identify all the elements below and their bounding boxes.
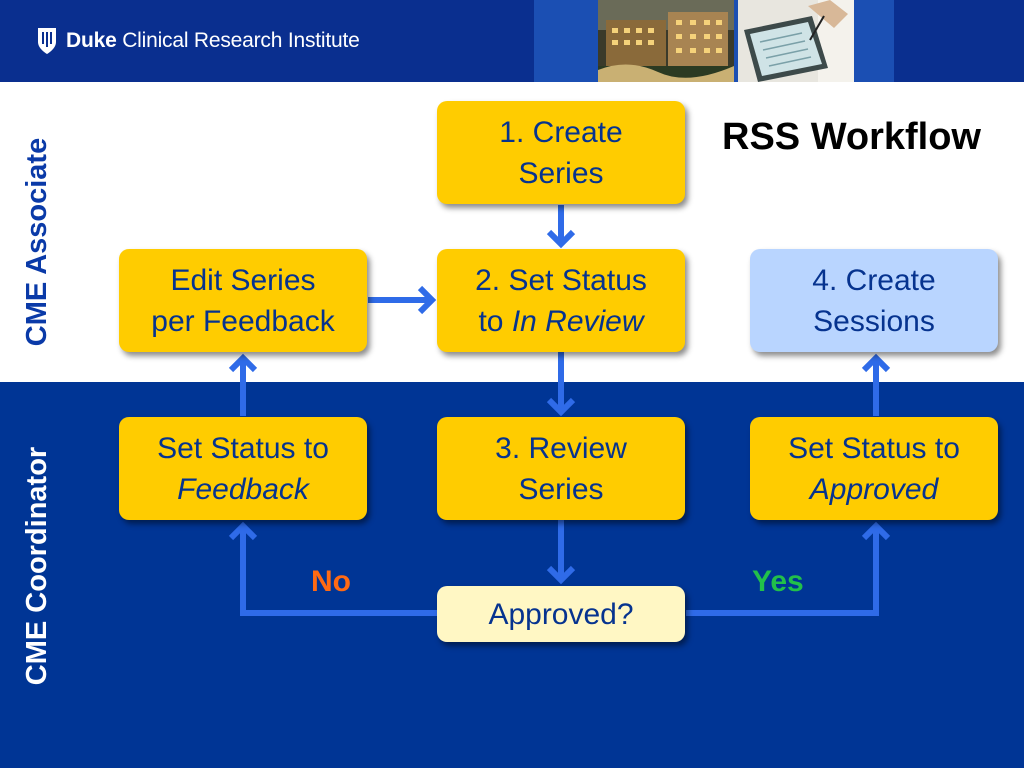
branch-label-yes: Yes [752,565,804,598]
building-photo [598,0,734,82]
brand-name: Duke Clinical Research Institute [66,29,360,52]
duke-logo: Duke Clinical Research Institute [36,26,360,56]
arrow-yes-branch [686,528,879,616]
duke-shield-icon [38,28,56,54]
arrow-no-branch [240,528,437,616]
tablet-photo [738,0,854,82]
node-approved-decision: Approved? [437,586,685,642]
branch-label-no: No [311,565,351,598]
page-title: RSS Workflow [722,116,981,158]
header-bar: Duke Clinical Research Institute [0,0,1024,82]
